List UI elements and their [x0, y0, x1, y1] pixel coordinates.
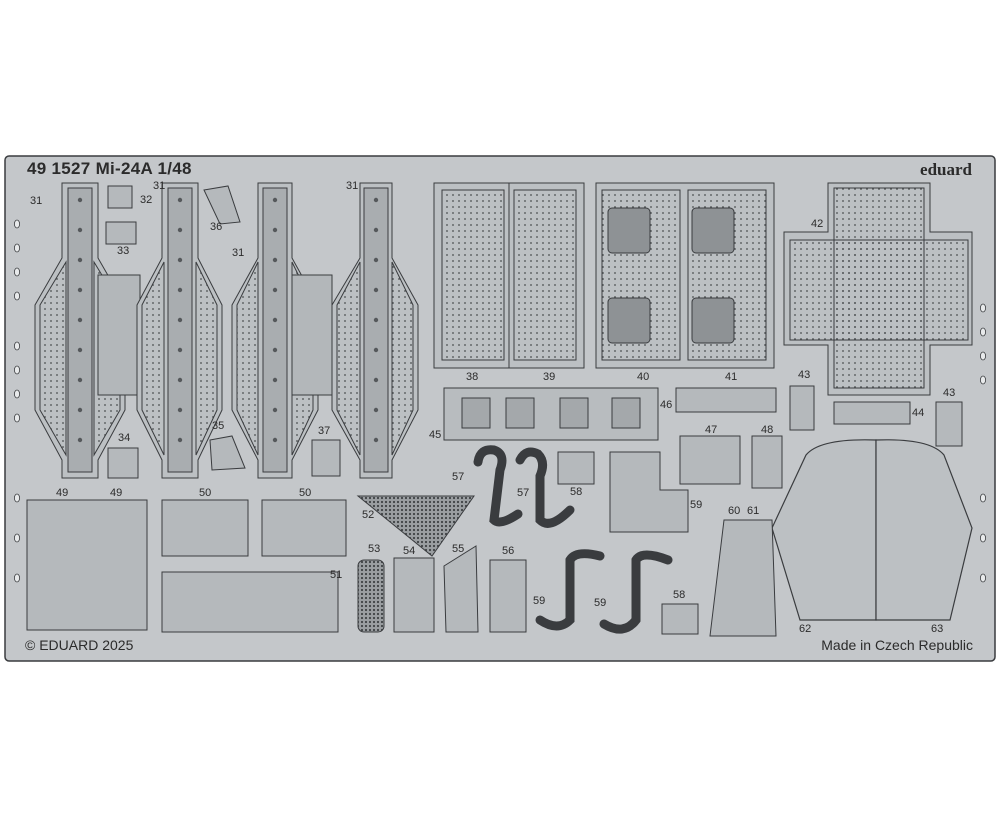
part-40-panels: [595, 182, 775, 369]
part-45-strip: [443, 387, 659, 441]
part-43-b: [935, 401, 963, 447]
part-54: [393, 557, 435, 633]
part-label: 50: [199, 487, 212, 499]
part-49-pipes: [26, 499, 148, 631]
part-label: 47: [705, 424, 718, 436]
brand-logo-text: eduard: [920, 160, 972, 179]
part-label: 35: [212, 420, 225, 432]
part-label: 59: [533, 595, 546, 607]
part-label: 51: [330, 569, 343, 581]
part-label: 34: [118, 432, 131, 444]
part-label: 54: [403, 545, 416, 557]
part-label: 59: [594, 597, 607, 609]
part-label: 38: [466, 371, 479, 383]
part-label: 31: [153, 180, 166, 192]
part-60-61: [709, 519, 777, 637]
armor-rivet-rows: [77, 197, 379, 443]
part-label: 50: [299, 487, 312, 499]
part-label: 31: [232, 247, 245, 259]
part-56: [489, 559, 527, 633]
part-53: [357, 559, 385, 633]
part-label: 55: [452, 543, 465, 555]
part-31-armor-fourth: [331, 182, 419, 479]
part-label: 41: [725, 371, 738, 383]
part-52: [356, 495, 475, 557]
part-label: 63: [931, 623, 944, 635]
sheet-title: 49 1527 Mi-24A 1/48: [27, 159, 192, 178]
part-41: [675, 387, 777, 413]
part-62-63-panels: [771, 439, 973, 621]
part-58-a: [557, 451, 595, 485]
part-label: 40: [637, 371, 650, 383]
part-label: 58: [570, 486, 583, 498]
part-55: [443, 545, 479, 633]
part-38-39-panels: [433, 182, 585, 369]
part-label: 46: [660, 399, 673, 411]
part-label: 39: [543, 371, 556, 383]
part-31-armor-third: [231, 182, 333, 479]
part-label: 31: [346, 180, 359, 192]
part-label: 49: [56, 487, 69, 499]
part-57-b: [515, 447, 575, 528]
part-43-a: [789, 385, 815, 431]
part-label: 45: [429, 429, 442, 441]
part-42-panel: [783, 182, 973, 396]
part-34: [107, 447, 139, 479]
part-label: 57: [517, 487, 530, 499]
part-48: [751, 435, 783, 489]
part-label: 59: [690, 499, 703, 511]
part-label: 60: [728, 505, 741, 517]
part-37: [311, 439, 341, 477]
part-label: 33: [117, 245, 130, 257]
part-31-armor-left: [34, 182, 141, 479]
part-label: 48: [761, 424, 774, 436]
part-50-a: [161, 499, 249, 557]
part-label: 43: [798, 369, 811, 381]
part-47: [679, 435, 741, 485]
part-label: 58: [673, 589, 686, 601]
part-label: 42: [811, 218, 824, 230]
part-50-b: [261, 499, 347, 557]
origin-label: Made in Czech Republic: [821, 637, 973, 653]
part-33: [105, 221, 137, 245]
part-label: 44: [912, 407, 925, 419]
copyright: © EDUARD 2025: [25, 637, 134, 653]
part-label: 32: [140, 194, 153, 206]
part-59-a: [535, 549, 605, 631]
part-label: 31: [30, 195, 43, 207]
part-label: 53: [368, 543, 381, 555]
part-59-c: [609, 451, 689, 533]
part-59-b: [599, 550, 673, 634]
part-58-b: [661, 603, 699, 635]
part-label: 37: [318, 425, 331, 437]
part-31-armor-second: [136, 182, 223, 479]
part-label: 61: [747, 505, 760, 517]
part-label: 56: [502, 545, 515, 557]
part-label: 43: [943, 387, 956, 399]
part-label: 49: [110, 487, 123, 499]
fret-side-holes: [13, 219, 987, 583]
part-label: 52: [362, 509, 375, 521]
part-label: 36: [210, 221, 223, 233]
part-36: [203, 185, 241, 225]
part-51: [161, 571, 339, 633]
part-32: [107, 185, 133, 209]
part-label: 57: [452, 471, 465, 483]
part-57-a: [473, 445, 523, 527]
part-35: [209, 435, 246, 471]
part-label: 62: [799, 623, 812, 635]
part-44: [833, 401, 911, 425]
